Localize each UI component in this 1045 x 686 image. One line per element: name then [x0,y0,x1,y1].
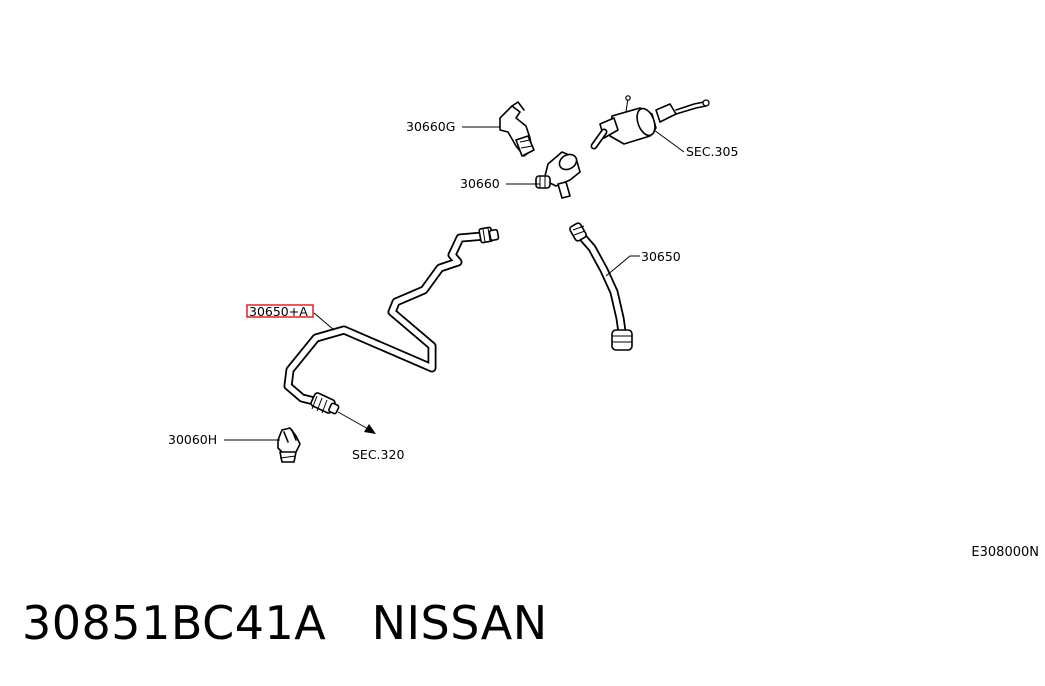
label-30060h[interactable]: 30060H [168,432,217,447]
label-30650a[interactable]: 30650+A [249,304,308,319]
label-sec305[interactable]: SEC.305 [686,144,738,159]
label-30660g[interactable]: 30660G [406,119,455,134]
arrow-sec320 [337,411,376,434]
label-30650[interactable]: 30650 [641,249,681,264]
footer-title: 30851BC41A NISSAN [22,596,548,650]
label-30660[interactable]: 30660 [460,176,500,191]
highlight-box [246,304,314,318]
brand-name: NISSAN [371,596,548,650]
clip-30660g[interactable] [499,101,535,157]
hose-fitting-upper [478,226,500,244]
valve-sec305[interactable] [590,95,710,150]
hose-fitting-lower [310,392,340,415]
clip-30060h[interactable] [277,427,301,463]
diagram-code: E308000N [971,545,1039,560]
leader-lines [224,126,685,441]
connector-30660[interactable] [535,151,581,199]
hose-30650a[interactable] [283,226,500,415]
label-sec320[interactable]: SEC.320 [352,447,404,462]
part-number: 30851BC41A [22,596,327,650]
hose-30650[interactable] [569,222,633,351]
